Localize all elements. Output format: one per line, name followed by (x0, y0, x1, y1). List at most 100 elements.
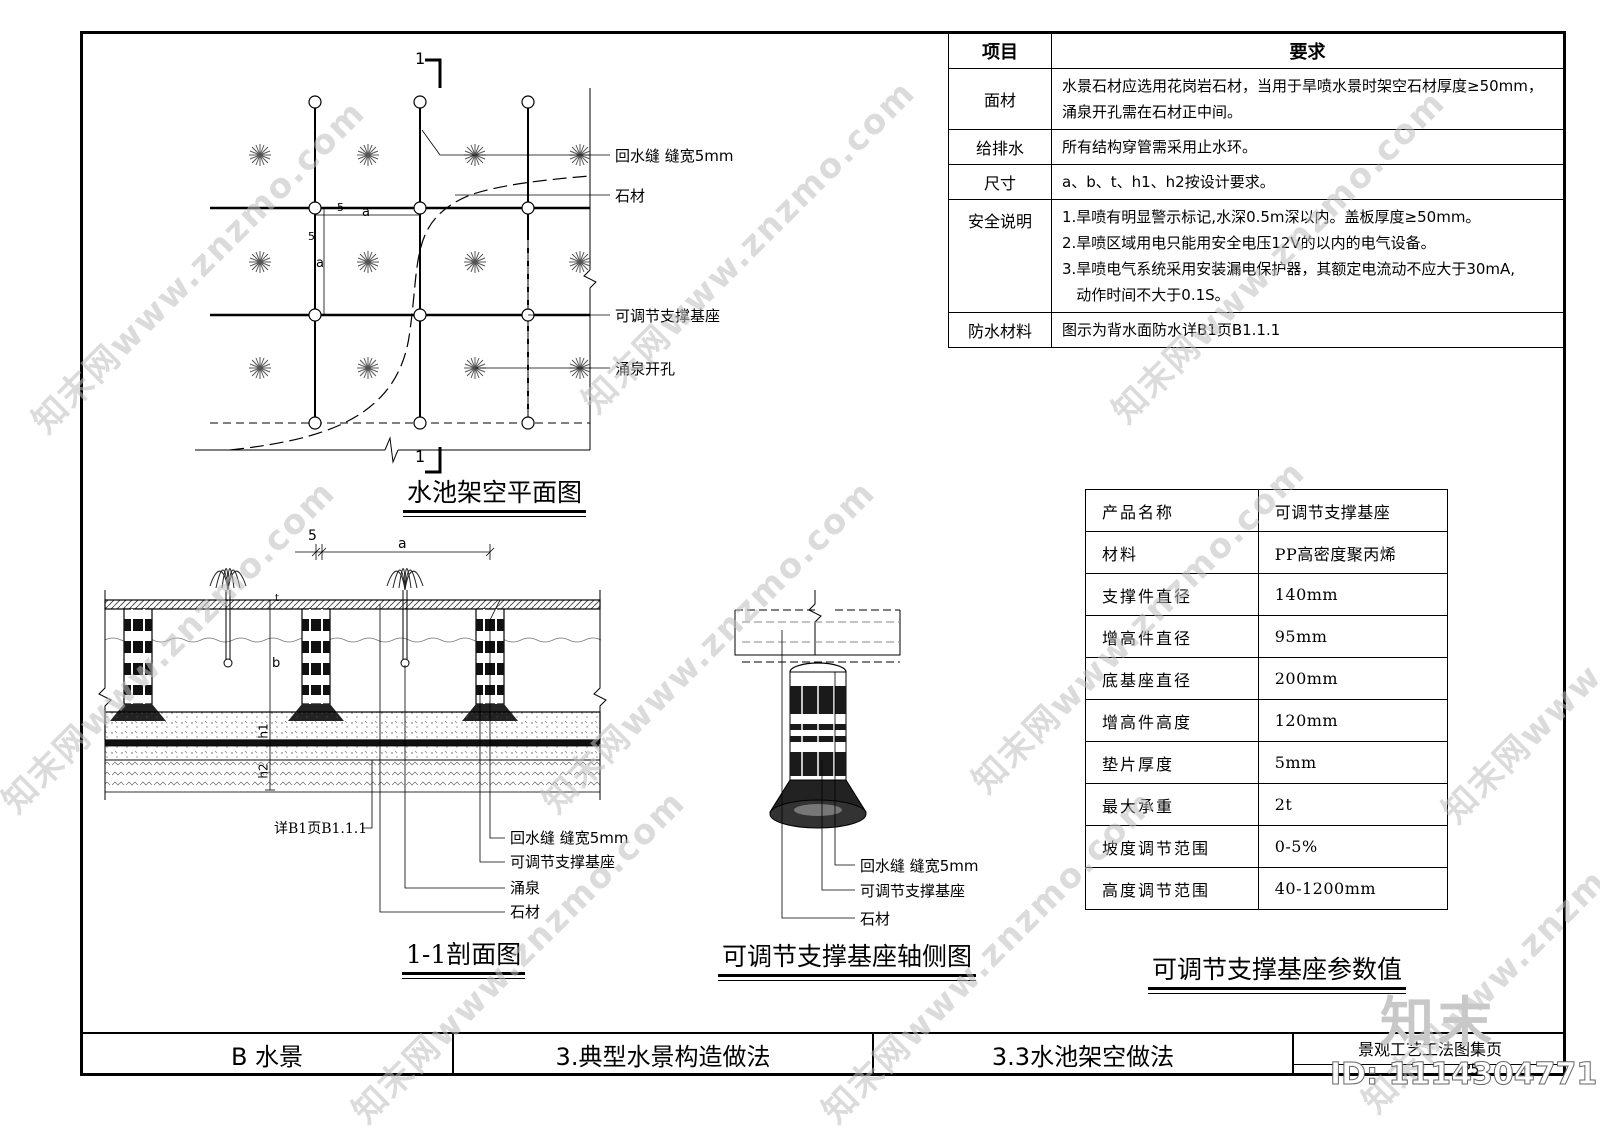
drawing-frame (80, 31, 1566, 1076)
watermark-logo: 知末 (1380, 991, 1496, 1054)
req-item: 给排水 (948, 129, 1052, 165)
title-divider (452, 1032, 454, 1074)
section-label-adjustable-support: 可调节支撑基座 (510, 853, 616, 871)
param-name: 底基座直径 (1085, 657, 1259, 700)
req-line: 动作时间不大于0.1S。 (1062, 286, 1230, 304)
req-line: a、b、t、h1、h2按设计要求。 (1062, 173, 1275, 191)
plan-label-fountain-opening: 涌泉开孔 (615, 360, 676, 378)
param-name: 垫片厚度 (1085, 741, 1259, 784)
section-label-return-joint: 回水缝 缝宽5mm (510, 829, 629, 847)
section-caption: 1-1剖面图 (402, 940, 526, 979)
plan-dim-5-horizontal: 5 (337, 201, 344, 214)
req-line: 3.旱喷电气系统采用安装漏电保护器，其额定电流动不应大于30mA, (1062, 260, 1516, 278)
req-text: 1.旱喷有明显警示标记,水深0.5m深以内。盖板厚度≥50mm。 2.旱喷区域用… (1051, 199, 1564, 313)
plan-dim-a-horizontal: a (362, 205, 370, 220)
req-row-waterproof: 防水材料 图示为背水面防水详B1页B1.1.1 (948, 312, 1564, 348)
param-value: 可调节支撑基座 (1257, 489, 1449, 532)
req-row-facing: 面材 水景石材应选用花岗岩石材，当用于旱喷水景时架空石材厚度≥50mm， 涌泉开… (948, 68, 1564, 130)
req-row-plumbing: 给排水 所有结构穿管需采用止水环。 (948, 129, 1564, 165)
section-label-fountain: 涌泉 (510, 879, 541, 897)
axon-label-return-joint: 回水缝 缝宽5mm (860, 857, 979, 875)
section-dim-5: 5 (308, 528, 317, 544)
section-dim-b: b (272, 656, 281, 671)
req-line: 1.旱喷有明显警示标记,水深0.5m深以内。盖板厚度≥50mm。 (1062, 208, 1481, 226)
param-value: PP高密度聚丙烯 (1257, 531, 1449, 574)
req-line: 图示为背水面防水详B1页B1.1.1 (1062, 321, 1281, 339)
watermark-id: ID: 1114304771 (1329, 1057, 1598, 1093)
axon-label-adjustable-support: 可调节支撑基座 (860, 882, 966, 900)
title-page: P5 (1462, 1062, 1480, 1078)
req-text: 所有结构穿管需采用止水环。 (1051, 129, 1564, 165)
req-row-size: 尺寸 a、b、t、h1、h2按设计要求。 (948, 164, 1564, 200)
header-item: 项目 (948, 33, 1052, 69)
plan-label-stone: 石材 (615, 187, 646, 205)
title-chapter: B 水景 (230, 1042, 304, 1071)
param-value: 95mm (1257, 615, 1449, 658)
section-dim-h2: h2 (256, 763, 271, 779)
param-name: 最大承重 (1085, 783, 1259, 826)
section-mark-bottom: 1 (415, 447, 426, 466)
req-item: 面材 (948, 68, 1052, 130)
plan-dim-a-vertical: a (316, 256, 324, 271)
section-drawing (98, 544, 607, 913)
title-subsection: 3.3水池架空做法 (991, 1042, 1175, 1071)
req-row-safety: 安全说明 1.旱喷有明显警示标记,水深0.5m深以内。盖板厚度≥50mm。 2.… (948, 199, 1564, 313)
req-line: 2.旱喷区域用电只能用安全电压12V的以内的电气设备。 (1062, 234, 1436, 252)
header-requirement: 要求 (1051, 33, 1564, 69)
title-divider (1292, 1032, 1294, 1074)
param-value: 140mm (1257, 573, 1449, 616)
plan-label-return-joint: 回水缝 缝宽5mm (615, 147, 734, 165)
req-line: 所有结构穿管需采用止水环。 (1062, 138, 1258, 156)
param-name: 增高件高度 (1085, 699, 1259, 742)
param-name: 材料 (1085, 531, 1259, 574)
section-dim-a: a (398, 536, 407, 552)
plan-drawing (195, 58, 610, 474)
param-value: 2t (1257, 783, 1449, 826)
req-text: 水景石材应选用花岗岩石材，当用于旱喷水景时架空石材厚度≥50mm， 涌泉开孔需在… (1051, 68, 1564, 130)
req-item: 尺寸 (948, 164, 1052, 200)
param-name: 坡度调节范围 (1085, 825, 1259, 868)
param-value: 40-1200mm (1257, 867, 1449, 910)
section-ref-label: 详B1页B1.1.1 (274, 821, 368, 837)
req-line: 涌泉开孔需在石材正中间。 (1062, 103, 1243, 121)
plan-caption: 水池架空平面图 (403, 478, 587, 517)
title-block-top-rule (80, 1032, 1566, 1034)
req-text: 图示为背水面防水详B1页B1.1.1 (1051, 312, 1564, 348)
param-name: 高度调节范围 (1085, 867, 1259, 910)
params-caption: 可调节支撑基座参数值 (1148, 955, 1407, 994)
req-item: 安全说明 (948, 199, 1052, 313)
title-atlas: 景观工艺工法图集页 (1357, 1040, 1502, 1059)
section-dim-h1: h1 (256, 723, 271, 739)
param-name: 支撑件直径 (1085, 573, 1259, 616)
title-divider (1292, 1064, 1566, 1065)
param-value: 120mm (1257, 699, 1449, 742)
plan-dim-5-vertical: 5 (308, 230, 315, 243)
requirements-table: 项目 要求 面材 水景石材应选用花岗岩石材，当用于旱喷水景时架空石材厚度≥50m… (948, 33, 1564, 348)
req-line: 水景石材应选用花岗岩石材，当用于旱喷水景时架空石材厚度≥50mm， (1062, 77, 1543, 95)
axon-drawing (734, 590, 901, 919)
section-mark-top: 1 (415, 49, 426, 68)
support-circles (308, 95, 535, 430)
param-value: 0-5% (1257, 825, 1449, 868)
param-value: 5mm (1257, 741, 1449, 784)
title-section: 3.典型水景构造做法 (555, 1042, 771, 1071)
axon-caption: 可调节支撑基座轴侧图 (718, 942, 977, 981)
section-label-stone: 石材 (510, 903, 541, 921)
title-divider (872, 1032, 874, 1074)
plan-label-adjustable-support: 可调节支撑基座 (615, 307, 721, 325)
req-item: 防水材料 (948, 312, 1052, 348)
axon-label-stone: 石材 (860, 910, 891, 928)
section-dim-t: t (275, 593, 279, 604)
param-value: 200mm (1257, 657, 1449, 700)
title-divider (1398, 1064, 1399, 1074)
requirements-header-row: 项目 要求 (948, 33, 1564, 69)
